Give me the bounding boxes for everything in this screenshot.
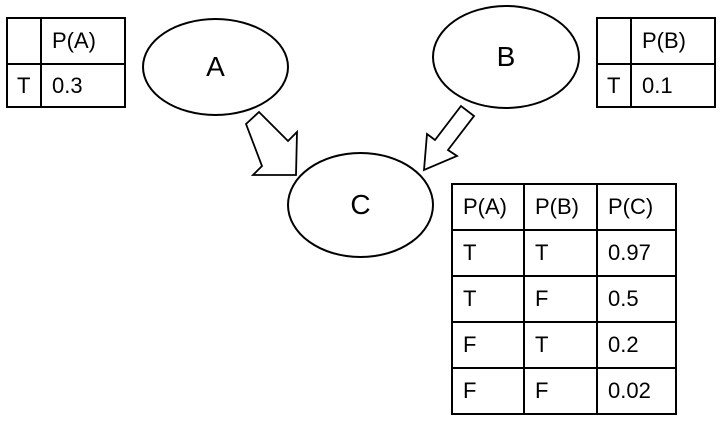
- table-header-row: P(B): [596, 17, 716, 65]
- table-cell: 0.5: [596, 275, 677, 323]
- table-cell: T: [451, 275, 525, 323]
- node-c-label: C: [350, 189, 371, 220]
- table-cell: 0.02: [596, 367, 677, 415]
- table-cell: F: [523, 275, 598, 323]
- cpt-table-c: P(A) P(B) P(C) T T 0.97 T F 0.5 F T 0.2 …: [451, 183, 677, 415]
- table-cell: P(B): [523, 183, 598, 231]
- table-row: T 0.1: [596, 63, 716, 108]
- table-row: T T 0.97: [451, 229, 677, 277]
- table-cell: 0.3: [40, 63, 126, 108]
- table-cell: 0.1: [630, 63, 716, 108]
- edge-b-to-c-arrow: [422, 104, 476, 172]
- cpt-table-a: P(A) T 0.3: [6, 17, 126, 108]
- edge-a-to-c-arrow: [244, 110, 298, 176]
- table-header-row: P(A) P(B) P(C): [451, 183, 677, 231]
- table-cell: F: [451, 321, 525, 369]
- table-cell: P(A): [451, 183, 525, 231]
- table-row: F F 0.02: [451, 367, 677, 415]
- table-cell: P(B): [630, 17, 716, 65]
- table-row: F T 0.2: [451, 321, 677, 369]
- table-cell: 0.2: [596, 321, 677, 369]
- node-a-label: A: [206, 51, 225, 82]
- table-cell: F: [451, 367, 525, 415]
- node-a: A: [142, 18, 289, 116]
- table-cell: T: [6, 63, 42, 108]
- cpt-table-b: P(B) T 0.1: [596, 17, 716, 108]
- table-cell: [596, 17, 632, 65]
- table-cell: [6, 17, 42, 65]
- table-row: T F 0.5: [451, 275, 677, 323]
- table-cell: T: [523, 321, 598, 369]
- table-header-row: P(A): [6, 17, 126, 65]
- table-cell: P(C): [596, 183, 677, 231]
- node-b-label: B: [496, 41, 516, 72]
- table-cell: F: [523, 367, 598, 415]
- table-cell: T: [451, 229, 525, 277]
- table-cell: T: [596, 63, 632, 108]
- node-b: B: [432, 5, 580, 109]
- table-cell: P(A): [40, 17, 126, 65]
- node-c: C: [287, 152, 434, 258]
- table-cell: T: [523, 229, 598, 277]
- table-cell: 0.97: [596, 229, 677, 277]
- table-row: T 0.3: [6, 63, 126, 108]
